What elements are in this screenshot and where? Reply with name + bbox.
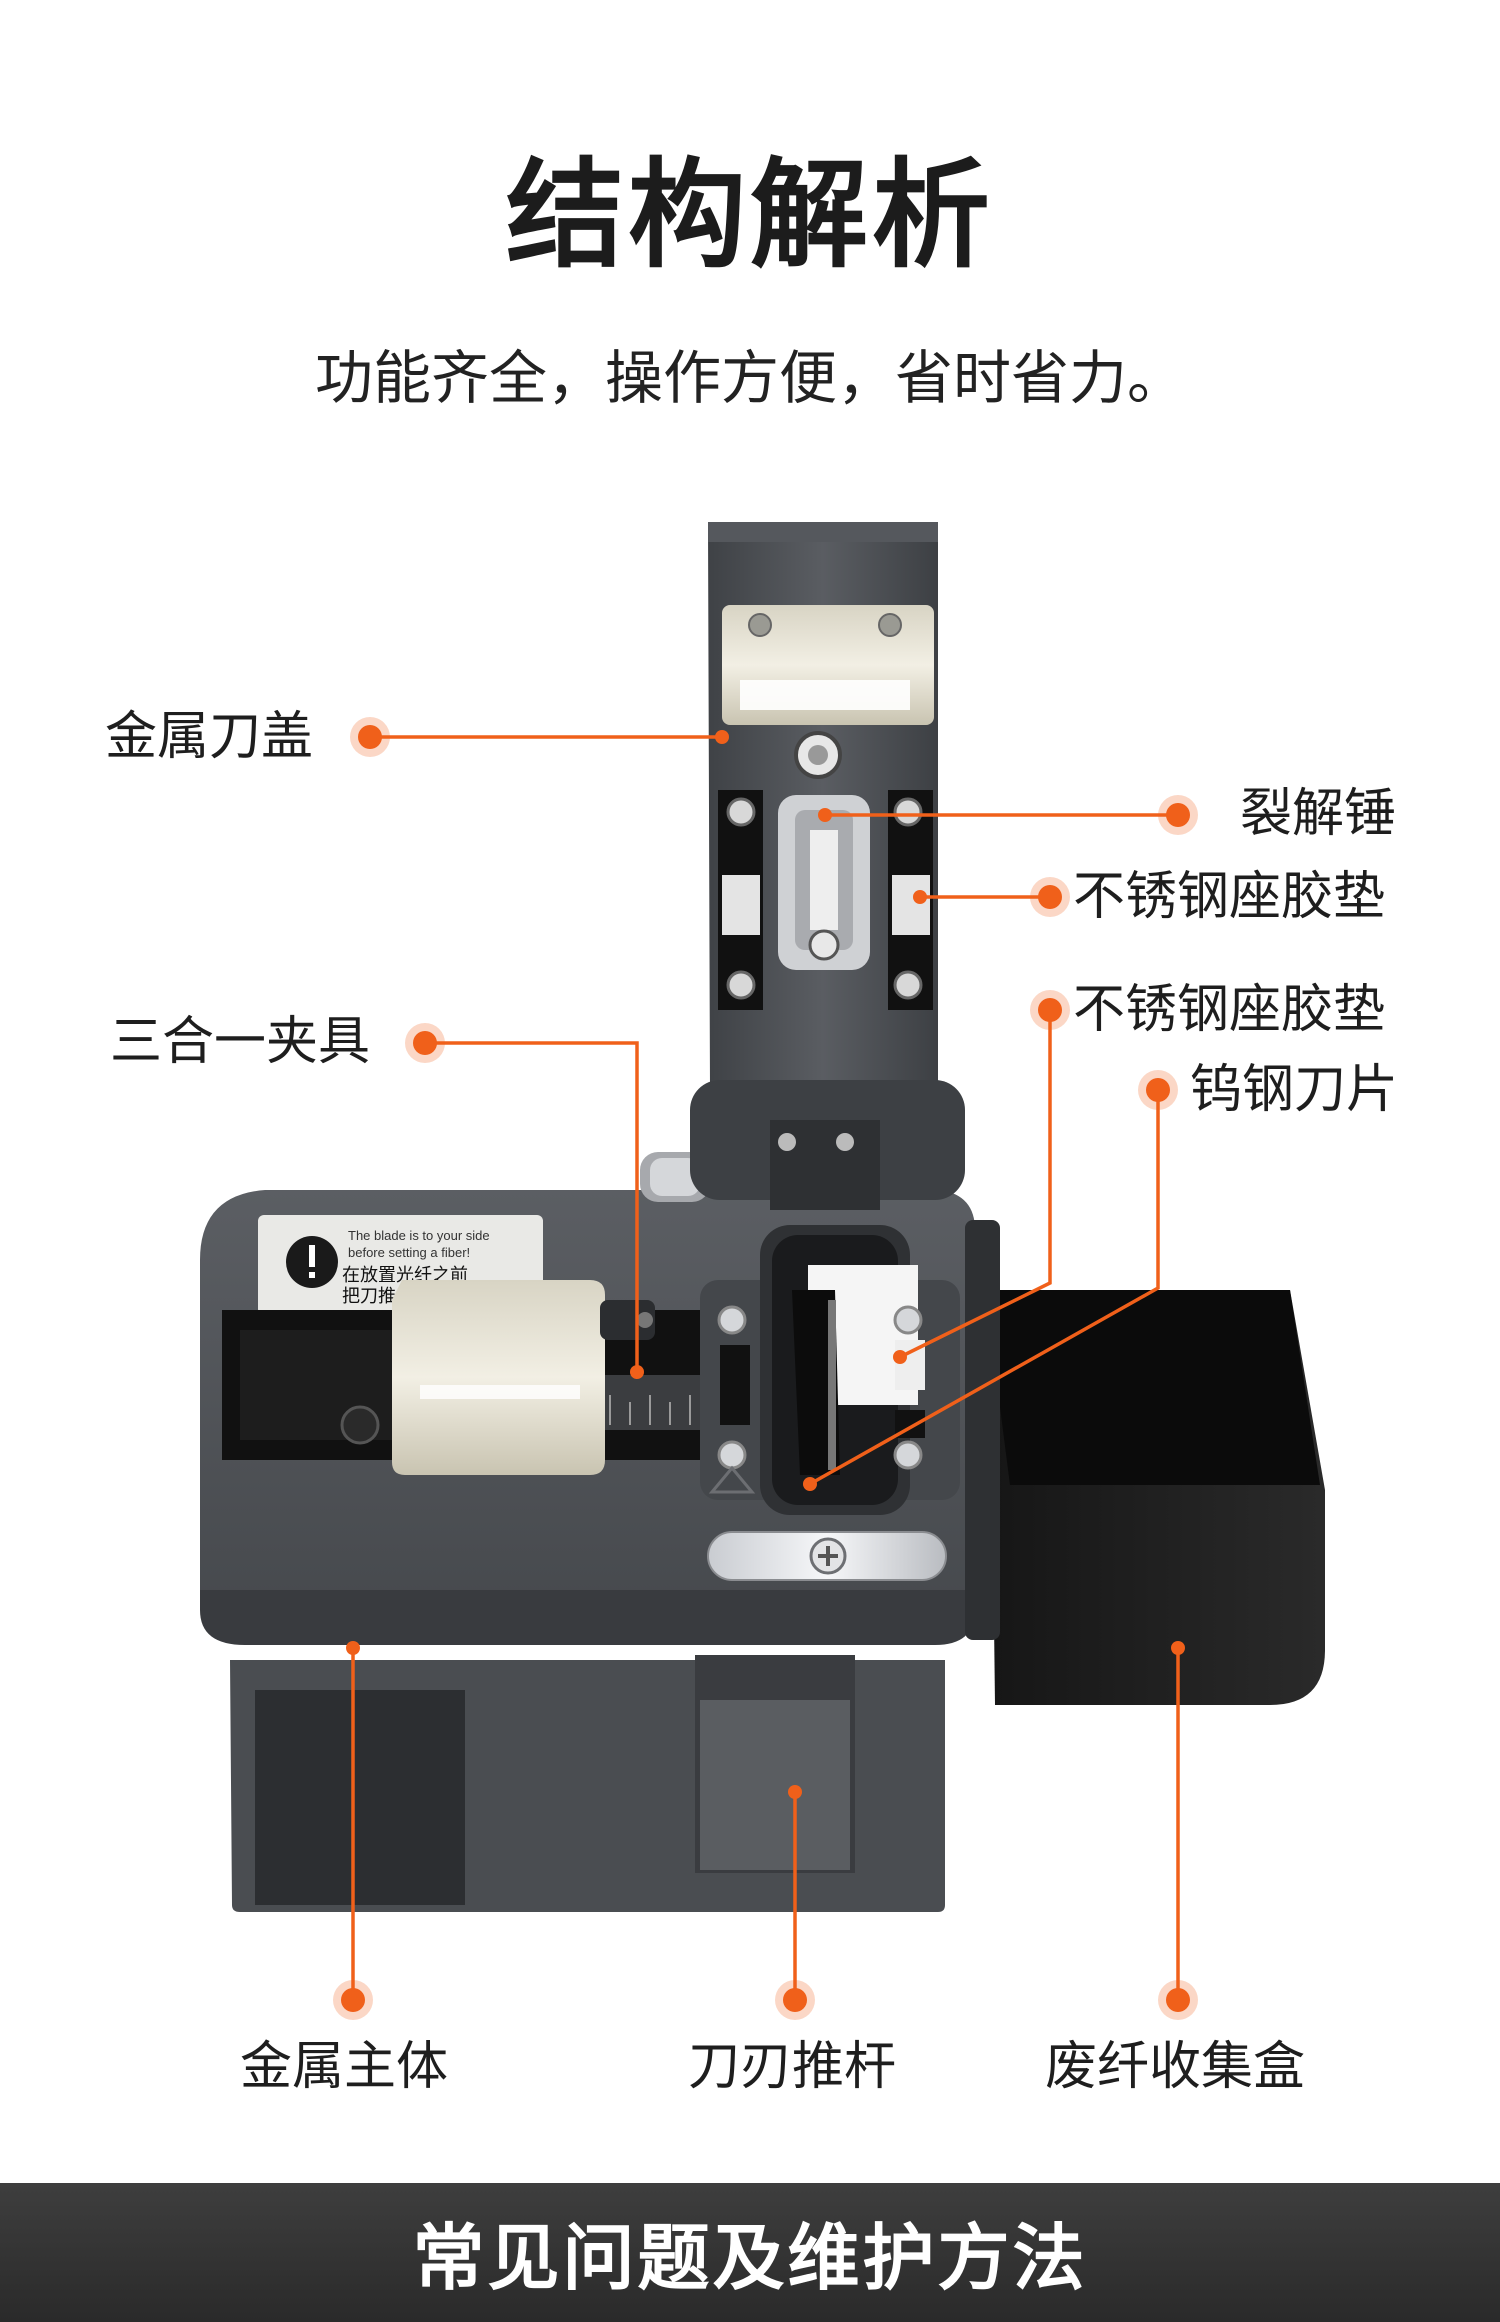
cleave-hammer-part: [778, 795, 870, 970]
label-metal-body: 金属主体: [240, 2037, 449, 2097]
marker-metal-blade-cover: [350, 717, 390, 757]
metal-body-base: [230, 1655, 945, 1912]
marker-waste-fiber-box: [1158, 1980, 1198, 2020]
anvil-area: [700, 1225, 960, 1515]
sticker-en-line1: The blade is to your side: [348, 1228, 490, 1243]
label-stainless-pad-bottom: 不锈钢座胶垫: [1073, 980, 1386, 1040]
marker-metal-body: [333, 1980, 373, 2020]
label-blade-push-rod: 刀刃推杆: [688, 2037, 897, 2097]
callout-markers: [333, 717, 1198, 2020]
page-subtitle: 功能齐全，操作方便，省时省力。: [314, 344, 1185, 412]
metal-blade-cover-plate: [722, 605, 934, 725]
marker-three-in-one-clamp: [405, 1023, 445, 1063]
sticker-cn-line2: 把刀推: [342, 1286, 396, 1307]
page-title: 结构解析: [505, 146, 994, 284]
blade-push-rail: [707, 1531, 947, 1581]
leader-end-dots: [346, 730, 1185, 1799]
marker-stainless-pad-top: [1030, 877, 1070, 917]
label-stainless-pad-top: 不锈钢座胶垫: [1073, 867, 1386, 927]
leader-lines: [351, 735, 1180, 2000]
label-tungsten-blade: 钨钢刀片: [1190, 1060, 1399, 1120]
label-three-in-one-clamp: 三合一夹具: [110, 1012, 371, 1072]
marker-tungsten-blade: [1138, 1070, 1178, 1110]
footer-bar: [0, 2183, 1500, 2322]
footer-section-title: 常见问题及维护方法: [412, 2216, 1088, 2300]
label-metal-blade-cover: 金属刀盖: [105, 707, 314, 767]
sticker-en-line2: before setting a fiber!: [348, 1245, 470, 1260]
waste-fiber-box: [965, 1220, 1325, 1705]
marker-cleave-hammer: [1158, 795, 1198, 835]
cleaver-arm: [690, 522, 965, 1210]
marker-stainless-pad-bottom: [1030, 990, 1070, 1030]
cleaver-diagram: The blade is to your side before setting…: [200, 522, 1325, 2020]
label-cleave-hammer: 裂解锤: [1240, 784, 1397, 844]
marker-blade-push-rod: [775, 1980, 815, 2020]
label-waste-fiber-box: 废纤收集盒: [1045, 2037, 1306, 2097]
